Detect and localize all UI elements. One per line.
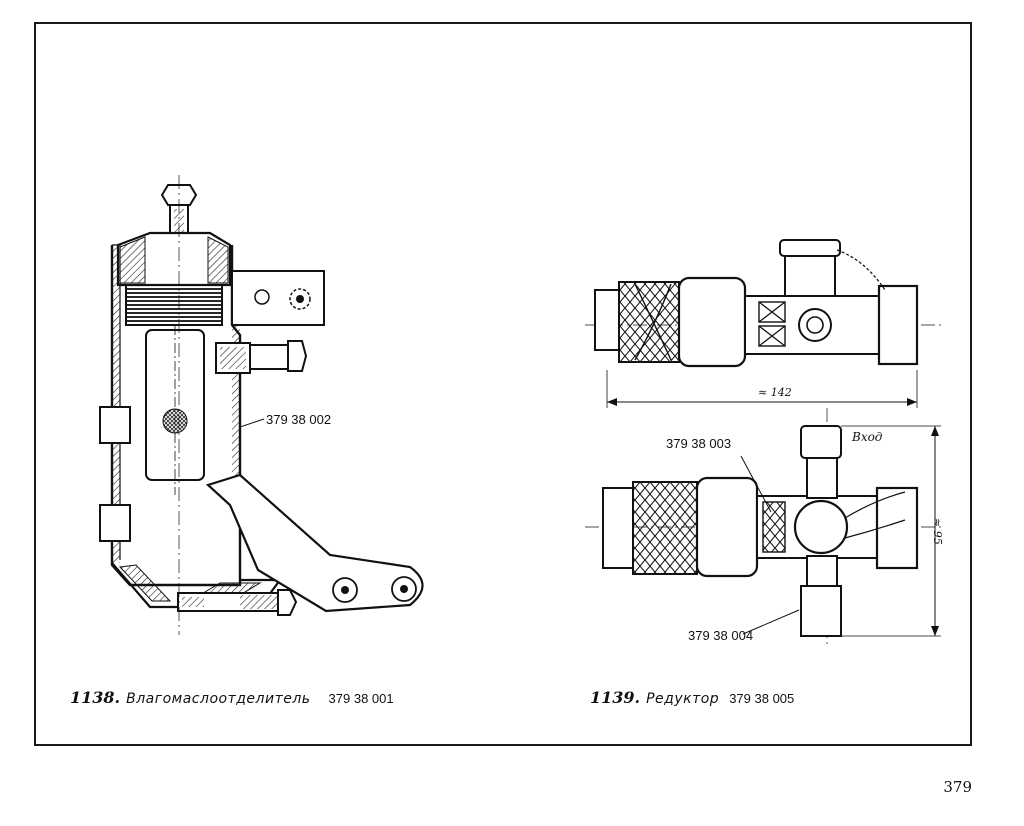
caption-1138-code: 379 38 001 <box>328 691 394 706</box>
dimension-length: ≈ 142 <box>758 386 792 399</box>
caption-1138-number: 1138. <box>70 688 121 707</box>
callout-379-38-003: 379 38 003 <box>666 436 732 451</box>
caption-1139-title: Редуктор <box>646 691 720 707</box>
caption-1139-number: 1139. <box>590 688 641 707</box>
separator-drawing <box>99 175 424 635</box>
page-frame <box>34 22 972 746</box>
caption-1138-title: Влагомаслоотделитель <box>126 691 311 707</box>
callout-379-38-002: 379 38 002 <box>266 412 332 427</box>
page-number: 379 <box>943 778 972 796</box>
caption-1139: 1139. Редуктор 379 38 005 <box>590 688 794 707</box>
caption-1138: 1138. Влагомаслоотделитель 379 38 001 <box>70 688 394 707</box>
caption-1139-code: 379 38 005 <box>729 691 795 706</box>
inlet-label: Вход <box>852 430 883 444</box>
reducer-drawing <box>585 239 945 645</box>
callout-379-38-004: 379 38 004 <box>688 628 754 643</box>
dimension-height: ≈ 95 <box>931 518 944 545</box>
